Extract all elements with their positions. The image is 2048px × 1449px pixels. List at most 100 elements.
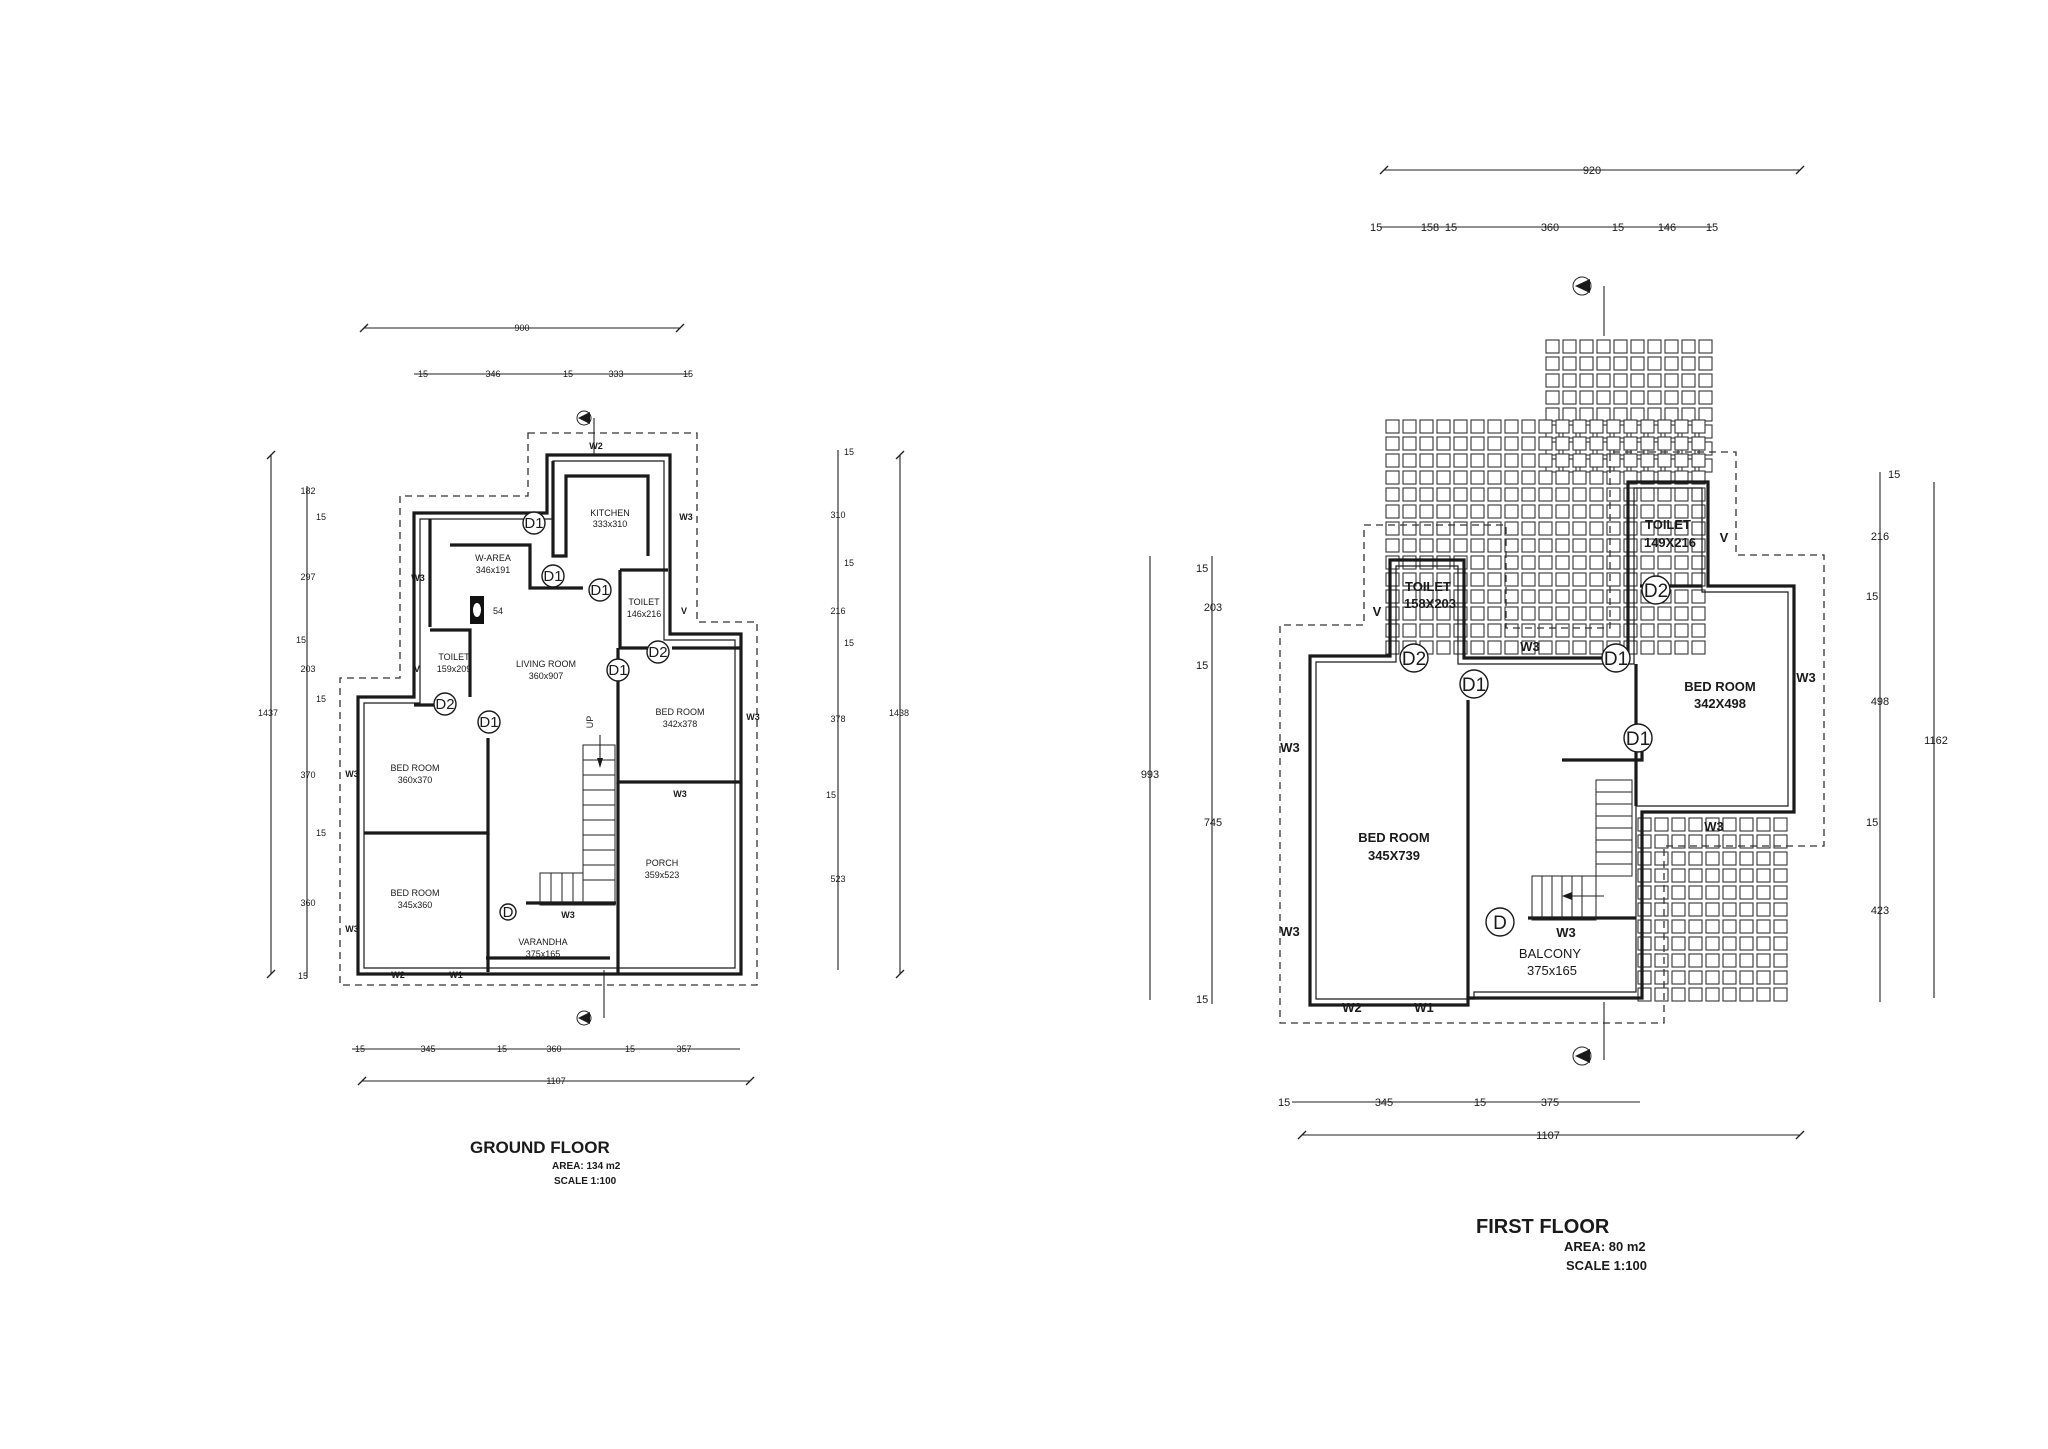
- gf-tag-up: UP: [585, 716, 595, 729]
- roof-tile: [1589, 487, 1604, 502]
- gf-dim-left-7: 370: [300, 770, 315, 780]
- roof-tile: [1470, 419, 1485, 434]
- gf-bed2-size: 360x370: [398, 775, 433, 785]
- roof-tile: [1698, 390, 1713, 405]
- roof-tile: [1419, 470, 1434, 485]
- gf-tag-w3-bed2: W3: [345, 769, 359, 779]
- roof-tile: [1470, 487, 1485, 502]
- roof-tile: [1722, 902, 1737, 917]
- roof-tile: [1538, 623, 1553, 638]
- roof-tile: [1630, 373, 1645, 388]
- roof-tile: [1637, 953, 1652, 968]
- roof-tile: [1688, 970, 1703, 985]
- gf-tag-w3-bed1: W3: [746, 712, 760, 722]
- roof-tile: [1606, 487, 1621, 502]
- roof-tile: [1555, 436, 1570, 451]
- roof-tile: [1436, 521, 1451, 536]
- roof-tile: [1402, 419, 1417, 434]
- ff-tag-d: D: [1493, 913, 1507, 934]
- roof-tile: [1555, 606, 1570, 621]
- roof-tile: [1453, 538, 1468, 553]
- roof-tile: [1419, 623, 1434, 638]
- roof-tile: [1705, 868, 1720, 883]
- ff-tag-w3-a: W3: [1520, 639, 1540, 654]
- gf-dim-bot-5: 15: [625, 1044, 635, 1054]
- roof-tile: [1538, 487, 1553, 502]
- roof-tile: [1521, 436, 1536, 451]
- gf-dim-bot-3: 15: [497, 1044, 507, 1054]
- ff-dim-bot-total: 1107: [1536, 1130, 1560, 1142]
- roof-tile: [1691, 436, 1706, 451]
- roof-tile: [1470, 572, 1485, 587]
- roof-tile: [1538, 640, 1553, 655]
- gf-dim-right-7: 15: [826, 790, 836, 800]
- roof-tile: [1436, 419, 1451, 434]
- roof-tile: [1538, 538, 1553, 553]
- ff-tag-w3-d: W3: [1704, 819, 1724, 834]
- ff-toilet-b-size: 149X216: [1644, 535, 1696, 550]
- roof-tile: [1654, 868, 1669, 883]
- roof-tile: [1613, 339, 1628, 354]
- roof-tile: [1436, 538, 1451, 553]
- gf-kitchen-label: KITCHEN: [590, 508, 630, 518]
- gf-dim-right-1: 15: [844, 447, 854, 457]
- ff-dim-top-7: 15: [1706, 222, 1718, 234]
- roof-tile: [1545, 373, 1560, 388]
- roof-tile: [1453, 470, 1468, 485]
- roof-tile: [1705, 817, 1720, 832]
- gf-tag-d1-e: D1: [479, 714, 498, 731]
- roof-tile: [1688, 919, 1703, 934]
- roof-tile: [1671, 902, 1686, 917]
- roof-tile: [1623, 436, 1638, 451]
- roof-tile: [1572, 555, 1587, 570]
- roof-tile: [1402, 589, 1417, 604]
- gf-door-tags: D1 D1 D1 D1 D2 D2 D1 D: [433, 511, 670, 921]
- gf-dim-left-3: 297: [300, 572, 315, 582]
- roof-tile: [1688, 885, 1703, 900]
- gf-tag-d2-a: D2: [648, 644, 667, 661]
- roof-tile: [1596, 339, 1611, 354]
- roof-tile: [1606, 606, 1621, 621]
- roof-tile: [1453, 453, 1468, 468]
- roof-tile: [1572, 572, 1587, 587]
- gf-living-size: 360x907: [529, 671, 564, 681]
- roof-tile: [1722, 987, 1737, 1002]
- gf-tag-w3-porch: W3: [673, 789, 687, 799]
- gf-tag-w2-top: W2: [589, 441, 603, 451]
- gf-dim-left-6: 15: [316, 694, 326, 704]
- gf-dim-top-5: 15: [683, 369, 693, 379]
- roof-tile: [1436, 436, 1451, 451]
- ff-area: AREA: 80 m2: [1564, 1239, 1646, 1254]
- roof-tile: [1453, 504, 1468, 519]
- ff-tag-v-a: V: [1373, 604, 1382, 619]
- roof-tile: [1756, 817, 1771, 832]
- ff-tag-d1-a: D1: [1462, 675, 1486, 696]
- roof-tile: [1674, 504, 1689, 519]
- roof-tile: [1674, 572, 1689, 587]
- roof-tile: [1589, 436, 1604, 451]
- roof-tile: [1572, 538, 1587, 553]
- roof-tile: [1504, 538, 1519, 553]
- roof-tile: [1674, 640, 1689, 655]
- roof-tile: [1555, 572, 1570, 587]
- roof-tile: [1538, 521, 1553, 536]
- roof-tile: [1606, 538, 1621, 553]
- roof-tile: [1555, 419, 1570, 434]
- gf-warea-size: 346x191: [476, 565, 511, 575]
- roof-tile: [1756, 885, 1771, 900]
- roof-tile: [1722, 817, 1737, 832]
- roof-tile: [1739, 868, 1754, 883]
- roof-tile: [1705, 936, 1720, 951]
- roof-tile: [1538, 504, 1553, 519]
- roof-tile: [1504, 640, 1519, 655]
- roof-tile: [1402, 453, 1417, 468]
- roof-tile: [1640, 555, 1655, 570]
- gf-dim-right-8: 523: [830, 874, 845, 884]
- roof-tile: [1647, 390, 1662, 405]
- gf-tag-d: D: [503, 904, 514, 921]
- roof-tile: [1674, 419, 1689, 434]
- roof-tile: [1654, 953, 1669, 968]
- roof-tile: [1722, 885, 1737, 900]
- ff-dim-left-total: 993: [1141, 769, 1159, 781]
